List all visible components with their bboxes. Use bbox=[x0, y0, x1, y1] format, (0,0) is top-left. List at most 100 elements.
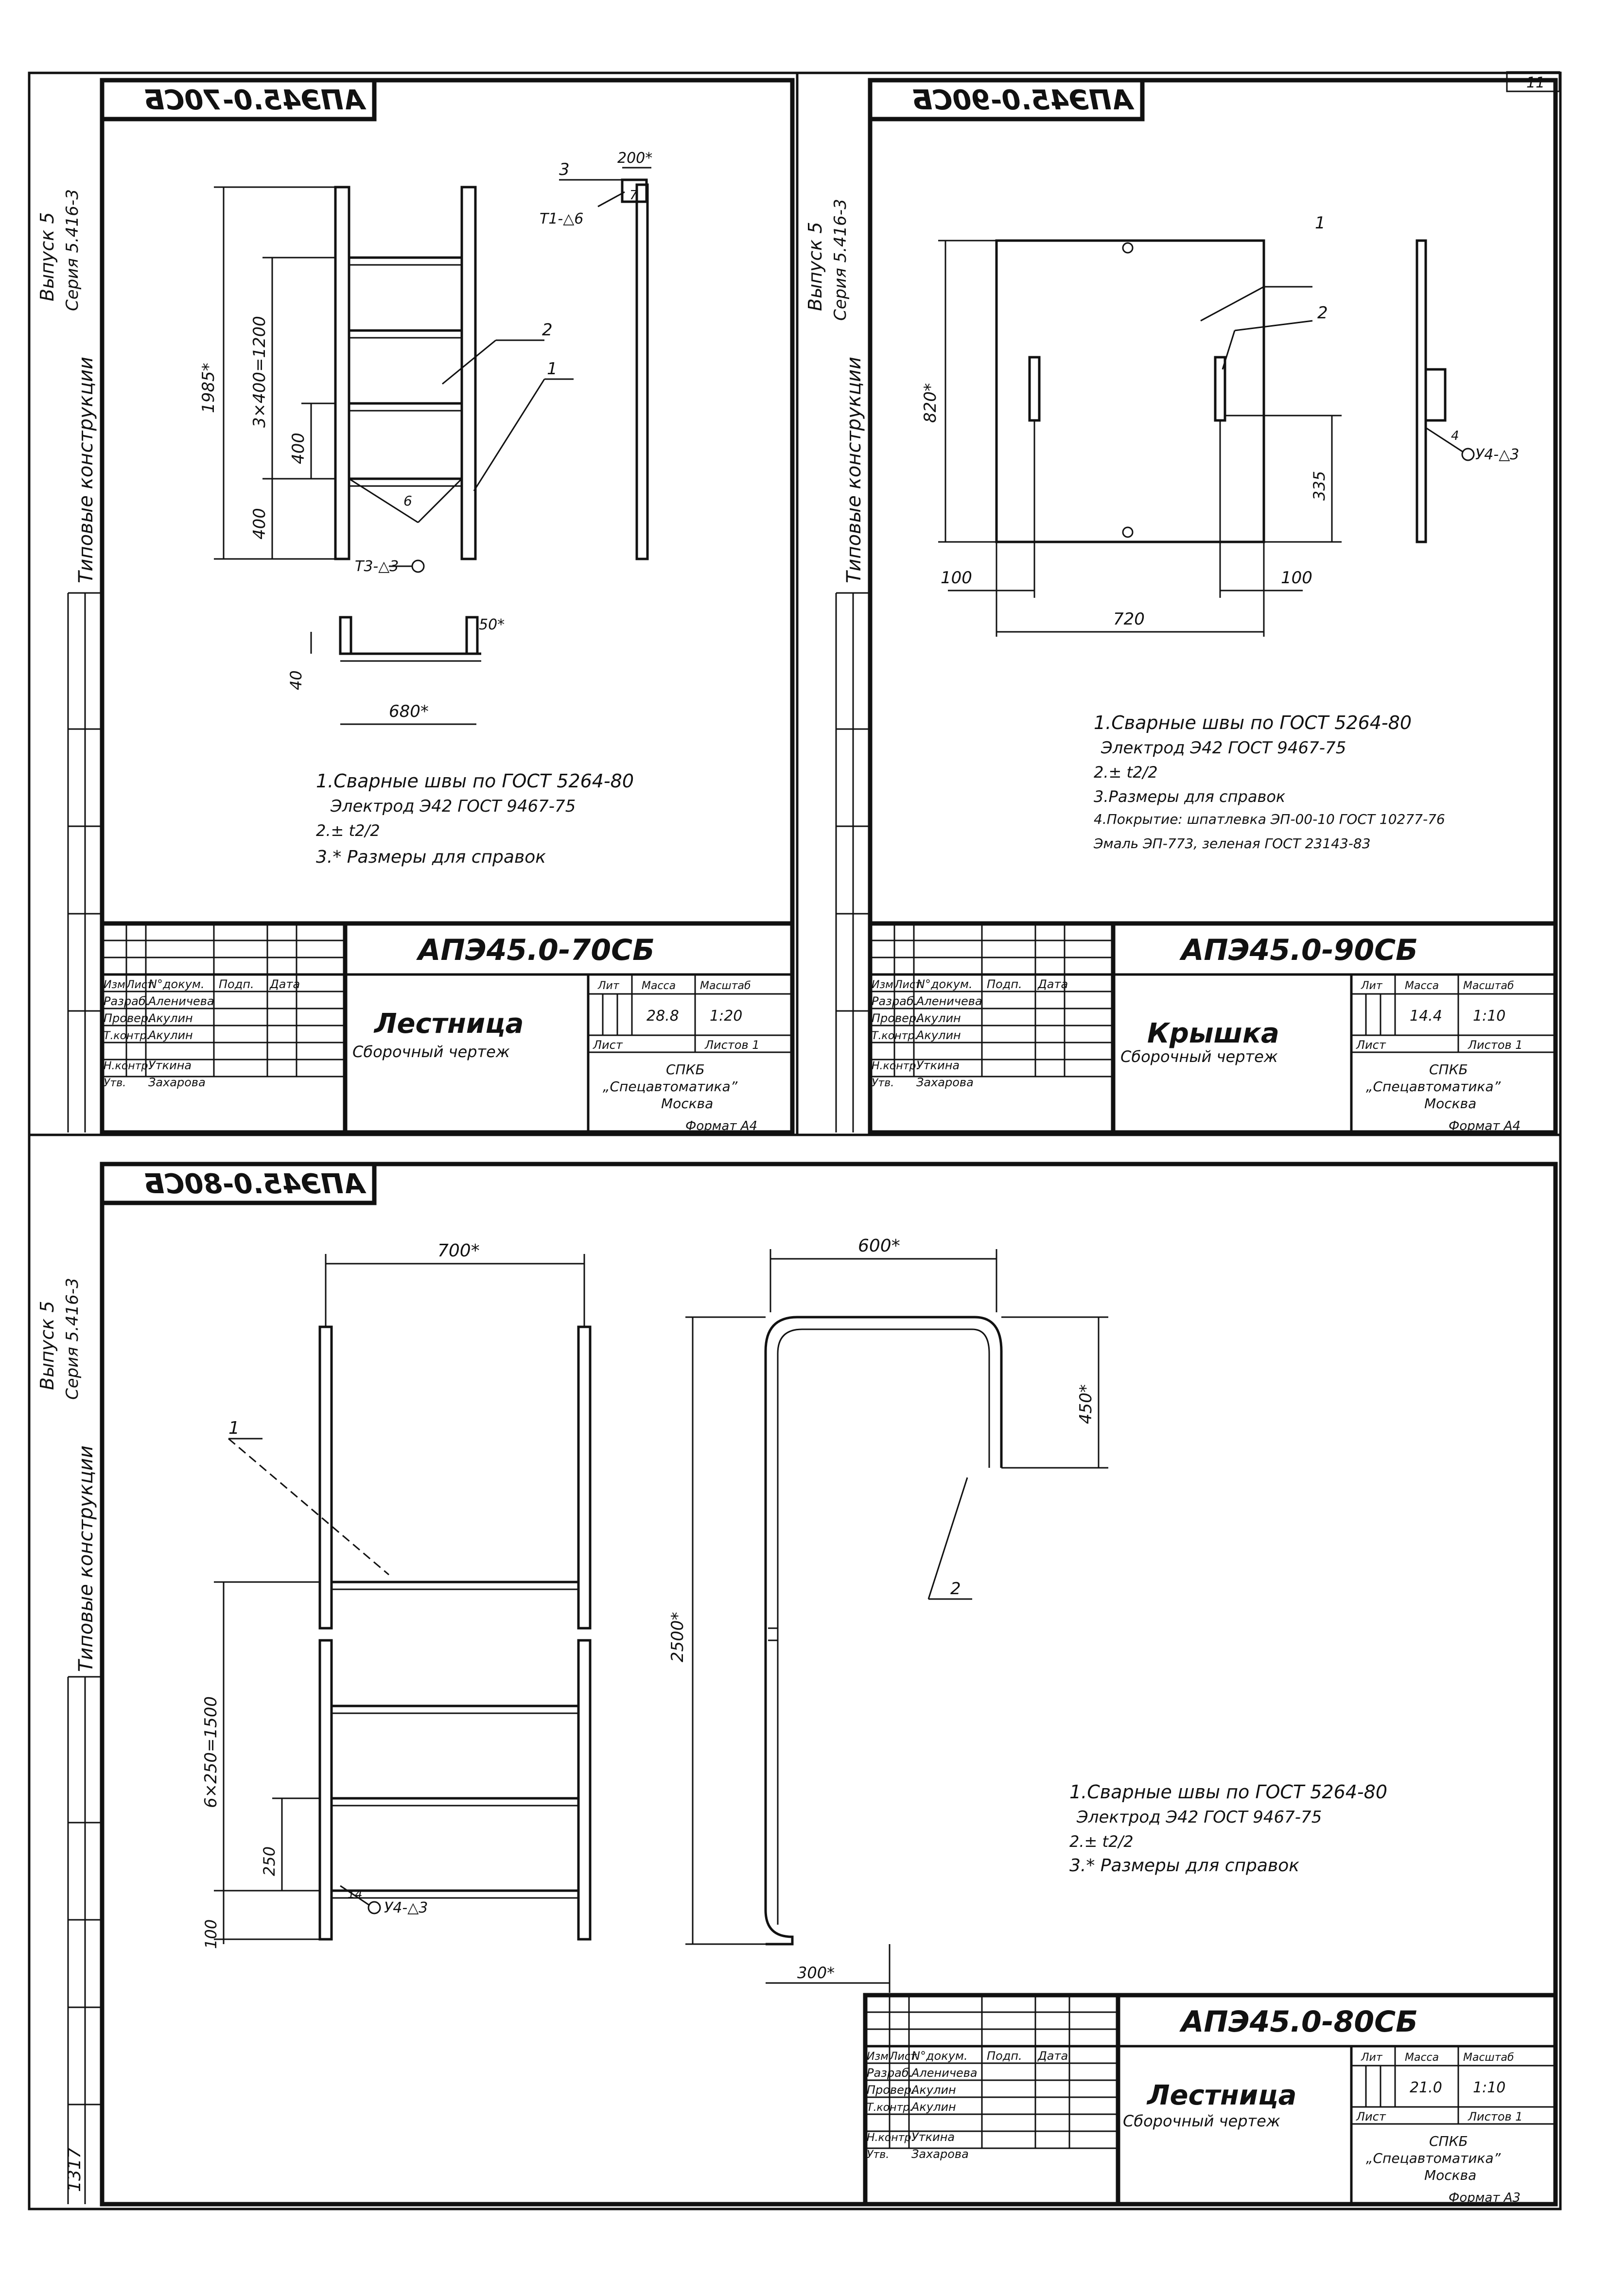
dim-400a: 400 bbox=[289, 433, 308, 464]
side-stamp-90sb: Выпуск 5 Серия 5.416-3 Типовые конструкц… bbox=[804, 199, 870, 1132]
page-number: 11 bbox=[1526, 74, 1545, 91]
dim-720: 720 bbox=[1113, 609, 1145, 629]
tb-mass-70sb: 28.8 bbox=[647, 1008, 679, 1025]
notes-90sb: 1.Сварные швы по ГОСТ 5264-80 Электрод Э… bbox=[1093, 712, 1445, 852]
typical-90sb: Типовые конструкции bbox=[843, 357, 865, 583]
tb-list2-70sb: Лист bbox=[593, 1038, 623, 1052]
dim-600: 600* bbox=[858, 1236, 900, 1256]
callout-1-90sb: 1 bbox=[1315, 213, 1326, 233]
dim-680: 680* bbox=[389, 702, 429, 721]
tb-format-90sb: Формат А4 bbox=[1449, 1119, 1521, 1133]
tb-utv-name-90sb: Захарова bbox=[916, 1076, 974, 1089]
tb-data-header-80sb: Дата bbox=[1037, 2049, 1068, 2063]
tb-scale-70sb: 1:20 bbox=[710, 1008, 742, 1025]
note-80sb-1: 1.Сварные швы по ГОСТ 5264-80 bbox=[1069, 1781, 1387, 1803]
callout-2-90sb: 2 bbox=[1317, 303, 1328, 323]
tb-format-80sb: Формат А3 bbox=[1449, 2191, 1521, 2205]
tb-nkontr-80sb: Н.контр. bbox=[867, 2132, 914, 2144]
tb-tkontr-70sb: Т.контр. bbox=[104, 1030, 150, 1042]
tb-tkontr-name-70sb: Акулин bbox=[147, 1028, 193, 1042]
tb-razrab-name-90sb: Аленичева bbox=[915, 994, 982, 1008]
tb-scale-80sb: 1:10 bbox=[1473, 2079, 1505, 2096]
side-stamp-80sb: Выпуск 5 Серия 5.416-3 Типовые конструкц… bbox=[36, 1278, 102, 2204]
tb-nkontr-name-70sb: Уткина bbox=[148, 1059, 192, 1072]
side-stamp-70sb: Выпуск 5 Серия 5.416-3 Типовые конструкц… bbox=[36, 189, 102, 1132]
tb-podp-header-80sb: Подп. bbox=[987, 2049, 1022, 2063]
tb-org1-70sb: СПКБ bbox=[666, 1061, 705, 1078]
tb-nkontr-90sb: Н.контр. bbox=[872, 1060, 919, 1072]
dim-300: 300* bbox=[797, 1964, 835, 1982]
dimension-labels-90sb: 820* 335 100 100 720 1 2 У4-△3 4 bbox=[921, 213, 1519, 629]
sheet-frame-80sb bbox=[28, 1133, 1562, 2210]
tb-list2-80sb: Лист bbox=[1356, 2110, 1386, 2123]
dim-200: 200* bbox=[617, 150, 652, 167]
callout-2-70sb: 2 bbox=[542, 320, 553, 340]
series-line2-70sb: Серия 5.416-3 bbox=[63, 189, 82, 311]
tb-prover-name-70sb: Акулин bbox=[147, 1011, 193, 1025]
note-90sb-6: Эмаль ЭП-773, зеленая ГОСТ 23143-83 bbox=[1093, 835, 1371, 852]
tb-utv-name-80sb: Захарова bbox=[911, 2147, 969, 2161]
tb-massa-80sb: Масса bbox=[1405, 2052, 1439, 2064]
tb-podp-header-90sb: Подп. bbox=[987, 977, 1022, 991]
tb-list2-90sb: Лист bbox=[1356, 1038, 1386, 1052]
tb-razrab-80sb: Разраб. bbox=[867, 2066, 912, 2080]
callout-4-90sb: 4 bbox=[1451, 429, 1459, 443]
tb-prover-70sb: Провер. bbox=[104, 1011, 152, 1025]
tb-org1-90sb: СПКБ bbox=[1429, 1061, 1468, 1078]
tb-mass-80sb: 21.0 bbox=[1410, 2079, 1442, 2096]
tb-masshtab-70sb: Масштаб bbox=[700, 980, 751, 992]
tb-tkontr-name-80sb: Акулин bbox=[910, 2100, 956, 2114]
tb-type-90sb: Сборочный чертеж bbox=[1120, 1047, 1278, 1066]
note-70sb-1: 1.Сварные швы по ГОСТ 5264-80 bbox=[316, 770, 634, 792]
dim-1985: 1985* bbox=[199, 363, 218, 413]
code-mirrored-90sb: АПЭ45.0-90СБ bbox=[912, 85, 1135, 116]
tb-lit-90sb: Лит bbox=[1361, 980, 1383, 992]
tb-prover-80sb: Провер. bbox=[867, 2083, 915, 2097]
tb-izm-header-70sb: Изм bbox=[104, 979, 125, 991]
tb-code-80sb: АПЭ45.0-80СБ bbox=[1179, 2005, 1418, 2039]
tb-org1-80sb: СПКБ bbox=[1429, 2133, 1468, 2149]
dimension-labels-80sb: 700* 600* 450* 2500* 6×250=1500 250 100 … bbox=[201, 1236, 1096, 1982]
tb-list-header-90sb: Лист bbox=[894, 979, 922, 991]
tb-razrab-90sb: Разраб. bbox=[872, 994, 917, 1008]
tb-org2-80sb: „Спецавтоматика” bbox=[1366, 2150, 1501, 2166]
series-line2-80sb: Серия 5.416-3 bbox=[63, 1278, 82, 1400]
tb-scale-90sb: 1:10 bbox=[1473, 1008, 1505, 1025]
tb-tkontr-90sb: Т.контр. bbox=[872, 1030, 918, 1042]
dim-820: 820* bbox=[921, 383, 940, 423]
title-block-80sb: Изм Лист N°докум. Подп. Дата Разраб. Але… bbox=[863, 1993, 1558, 2207]
note-80sb-4: 3.* Размеры для справок bbox=[1069, 1856, 1299, 1876]
tb-data-header-70sb: Дата bbox=[269, 977, 300, 991]
tb-code-90sb: АПЭ45.0-90СБ bbox=[1179, 933, 1418, 967]
callout-7-70sb: 7 bbox=[629, 188, 638, 203]
callout-6-70sb: 6 bbox=[403, 493, 412, 509]
tb-razrab-name-70sb: Аленичева bbox=[147, 994, 214, 1008]
tb-org3-90sb: Москва bbox=[1424, 1096, 1476, 1112]
tb-utv-70sb: Утв. bbox=[104, 1077, 126, 1089]
tb-listov-90sb: Листов 1 bbox=[1468, 1038, 1523, 1052]
series-line1-80sb: Выпуск 5 bbox=[36, 1301, 58, 1390]
dim-50: 50* bbox=[479, 616, 505, 633]
dim-3x400: 3×400=1200 bbox=[250, 316, 269, 428]
tb-lit-70sb: Лит bbox=[597, 980, 620, 992]
tb-org3-70sb: Москва bbox=[661, 1096, 713, 1112]
series-label-70sb: Выпуск 5 bbox=[36, 212, 58, 301]
title-block-90sb: Изм Лист N°докум. Подп. Дата Разраб. Але… bbox=[868, 921, 1558, 1135]
callout-3-70sb: 3 bbox=[559, 160, 570, 179]
tb-type-70sb: Сборочный чертеж bbox=[352, 1043, 510, 1061]
tb-izm-header-90sb: Изм bbox=[872, 979, 893, 991]
dim-400b: 400 bbox=[250, 508, 269, 539]
tb-data-header-90sb: Дата bbox=[1037, 977, 1068, 991]
note-80sb-3: 2.± t2/2 bbox=[1069, 1832, 1134, 1851]
note-90sb-4: 3.Размеры для справок bbox=[1094, 787, 1286, 806]
tb-tkontr-80sb: Т.контр. bbox=[867, 2102, 913, 2114]
tb-format-70sb: Формат А4 bbox=[685, 1119, 757, 1133]
note-90sb-1: 1.Сварные швы по ГОСТ 5264-80 bbox=[1094, 712, 1412, 733]
tb-org2-70sb: „Спецавтоматика” bbox=[603, 1078, 738, 1095]
tb-listov-80sb: Листов 1 bbox=[1468, 2110, 1523, 2123]
weld-t1-70sb: Т1-△6 bbox=[540, 210, 583, 227]
tb-prover-90sb: Провер. bbox=[872, 1011, 920, 1025]
callout-1-70sb: 1 bbox=[547, 359, 558, 379]
tb-masshtab-80sb: Масштаб bbox=[1463, 2052, 1514, 2064]
tb-list-header-80sb: Лист bbox=[889, 2051, 917, 2063]
